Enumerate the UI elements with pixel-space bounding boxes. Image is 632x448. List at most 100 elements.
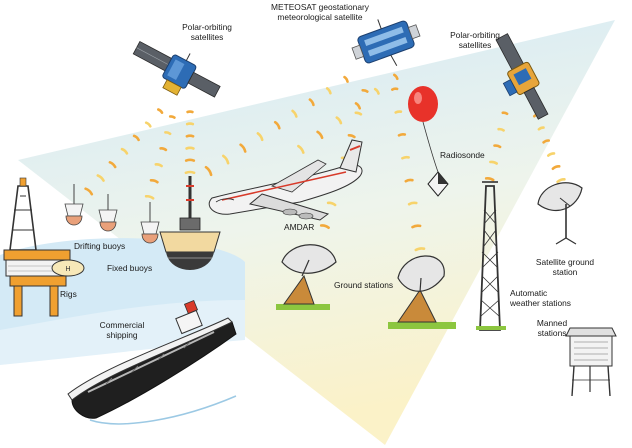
label-line: weather stations: [510, 298, 571, 308]
signal-wave-arc: [256, 132, 264, 142]
signal-wave-arc: [354, 102, 361, 110]
signal-wave-arc: [556, 178, 566, 184]
ground-station-dish-icon: [388, 255, 456, 329]
signal-wave-arc: [273, 120, 281, 130]
observation-network-triangle: [18, 20, 615, 445]
label-line: station: [552, 267, 578, 277]
label-line: Polar-orbiting: [450, 30, 500, 40]
signal-wave-arc: [394, 110, 403, 114]
ship-icon: [67, 299, 237, 425]
svg-text:H: H: [65, 266, 70, 273]
manned-station-icon: [565, 327, 617, 397]
signal-wave-arc: [154, 163, 163, 168]
signal-wave-arc: [297, 144, 305, 154]
signal-wave-arc: [484, 177, 495, 182]
signal-wave-arc: [335, 116, 343, 125]
polar-satellites-right-label: Polar-orbiting satellites: [444, 30, 506, 50]
radiosonde-balloon-icon: [408, 86, 449, 197]
ground-station-dish-icon: [276, 244, 337, 310]
signal-wave-arc: [168, 115, 176, 119]
signal-wave-arc: [239, 143, 247, 153]
label-line: Automatic: [510, 288, 548, 298]
signal-wave-arc: [108, 161, 117, 169]
signal-wave-arc: [411, 224, 422, 229]
signal-wave-arc: [401, 155, 410, 160]
signal-wave-arc: [184, 158, 196, 162]
amdar-label: AMDAR: [284, 222, 315, 232]
signal-wave-arc: [291, 109, 298, 118]
rigs-label: Rigs: [60, 289, 77, 299]
signal-wave-arc: [185, 146, 195, 150]
signal-wave-arc: [144, 194, 155, 200]
signal-wave-arc: [316, 130, 324, 140]
polar-satellite-icon: [495, 33, 549, 120]
signal-wave-arc: [393, 73, 399, 81]
signal-wave-arc: [414, 247, 426, 252]
signal-wave-arc: [132, 134, 140, 142]
signal-wave-arc: [319, 224, 330, 229]
signal-wave-arc: [84, 187, 94, 196]
signal-wave-arc: [537, 126, 545, 131]
polar-satellites-left-label: Polar-orbiting satellites: [176, 22, 238, 42]
aircraft-icon: [208, 139, 363, 221]
weather-station-mast-icon: [476, 181, 506, 331]
drifting-buoy-icon: [64, 184, 160, 244]
signal-wave-arc: [157, 108, 164, 114]
manned-stations-label: Manned stations: [530, 318, 574, 338]
signal-wave-arc: [397, 133, 407, 137]
signal-wave-arc: [551, 165, 561, 170]
signal-wave-arc: [373, 87, 380, 95]
signal-wave-arc: [501, 111, 509, 116]
label-line: satellites: [190, 32, 224, 42]
signal-wave-arc: [347, 133, 356, 139]
signal-wave-arc: [164, 131, 172, 136]
signal-wave-arc: [185, 134, 195, 138]
fixed-buoy-icon: [159, 176, 221, 270]
signal-wave-arc: [184, 170, 196, 175]
label-line: METEOSAT geostationary: [271, 2, 369, 12]
signal-wave-arc: [185, 122, 195, 126]
signal-wave-arc: [204, 165, 213, 177]
label-line: stations: [537, 328, 567, 338]
signal-wave-arc: [547, 152, 556, 157]
fixed-buoys-label: Fixed buoys: [107, 263, 153, 273]
signal-wave-arc: [361, 88, 369, 93]
signal-wave-arc: [497, 127, 505, 132]
satellite-ground-station-icon: [537, 182, 583, 245]
automatic-weather-stations-label: Automatic weather stations: [510, 288, 571, 308]
label-line: meteorological satellite: [277, 12, 363, 22]
label-line: shipping: [106, 330, 138, 340]
signal-wave-arc: [149, 178, 159, 184]
oil-rig-icon: H: [3, 177, 85, 317]
signal-wave-arc: [325, 87, 332, 95]
signal-wave-arc: [391, 87, 399, 91]
ground-stations-label: Ground stations: [334, 280, 394, 290]
signal-wave-arc: [404, 178, 414, 183]
signal-wave-arc: [326, 201, 337, 207]
label-line: Polar-orbiting: [182, 22, 232, 32]
drifting-buoys-label: Drifting buoys: [74, 241, 126, 251]
radiosonde-label: Radiosonde: [440, 150, 485, 160]
signal-wave-arc: [159, 147, 168, 152]
signal-wave-arc: [489, 160, 498, 165]
label-line: Commercial: [99, 320, 145, 330]
label-line: Satellite ground: [535, 257, 595, 267]
signal-wave-arc: [542, 139, 550, 144]
signal-wave-arc: [222, 154, 230, 165]
satellite-ground-station-label: Satellite ground station: [520, 257, 610, 277]
signal-wave-arc: [120, 147, 129, 155]
label-line: satellites: [458, 40, 492, 50]
signal-wave-arc: [343, 75, 349, 83]
commercial-shipping-label: Commercial shipping: [92, 320, 152, 340]
polar-satellite-icon: [132, 40, 221, 98]
signal-wave-arc: [308, 98, 315, 107]
signal-wave-arc: [96, 174, 105, 182]
label-line: Manned: [536, 318, 568, 328]
signal-wave-arc: [144, 121, 152, 128]
signal-wave-arc: [493, 144, 502, 149]
meteosat-satellite-icon: [351, 19, 421, 66]
signal-wave-arc: [407, 201, 418, 206]
meteosat-label: METEOSAT geostationary meteorological sa…: [258, 2, 382, 22]
